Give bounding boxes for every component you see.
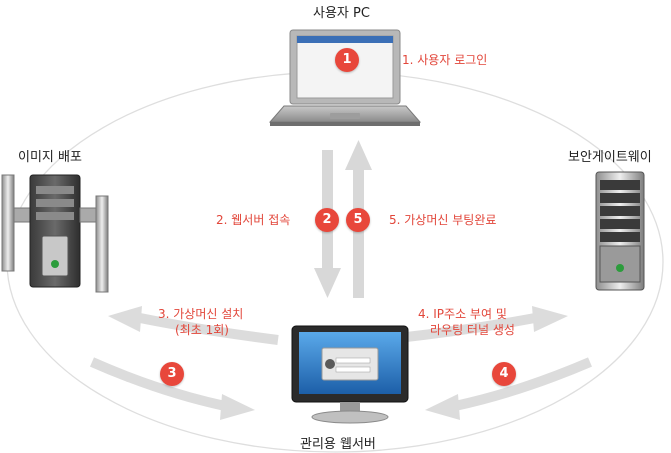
step-5-text: 5. 가상머신 부팅완료 xyxy=(389,213,497,227)
node-label-image-deploy: 이미지 배포 xyxy=(18,150,82,165)
arrow-up xyxy=(345,140,372,298)
arrow-step3-upper xyxy=(108,306,279,345)
node-label-security-gateway: 보안게이트웨이 xyxy=(568,150,652,165)
image-server-icon xyxy=(1,174,109,293)
step-2-badge: 2 xyxy=(315,208,339,232)
laptop-icon xyxy=(268,29,422,126)
step-5-badge: 5 xyxy=(346,208,370,232)
step-3-badge: 3 xyxy=(160,362,184,386)
node-label-mgmt-webserver: 관리용 웹서버 xyxy=(300,437,376,452)
monitor-icon xyxy=(291,325,409,424)
step-3-text-line2: (최초 1회) xyxy=(175,323,229,337)
step-3-text-line1: 3. 가상머신 설치 xyxy=(158,307,244,321)
step-2-text: 2. 웹서버 접속 xyxy=(216,213,291,227)
step-4-badge: 4 xyxy=(492,362,516,386)
arrow-step4-lower xyxy=(425,357,592,420)
step-4-text-line2: 라우팅 터널 생성 xyxy=(430,323,515,337)
step-1-badge: 1 xyxy=(335,48,359,72)
step-4-text-line1: 4. IP주소 부여 및 xyxy=(418,307,507,321)
arrow-step4-upper xyxy=(397,306,568,343)
arrow-step3-lower xyxy=(89,357,255,420)
step-1-text: 1. 사용자 로그인 xyxy=(402,53,488,67)
gateway-server-icon xyxy=(595,171,645,291)
node-label-user-pc: 사용자 PC xyxy=(313,6,370,21)
